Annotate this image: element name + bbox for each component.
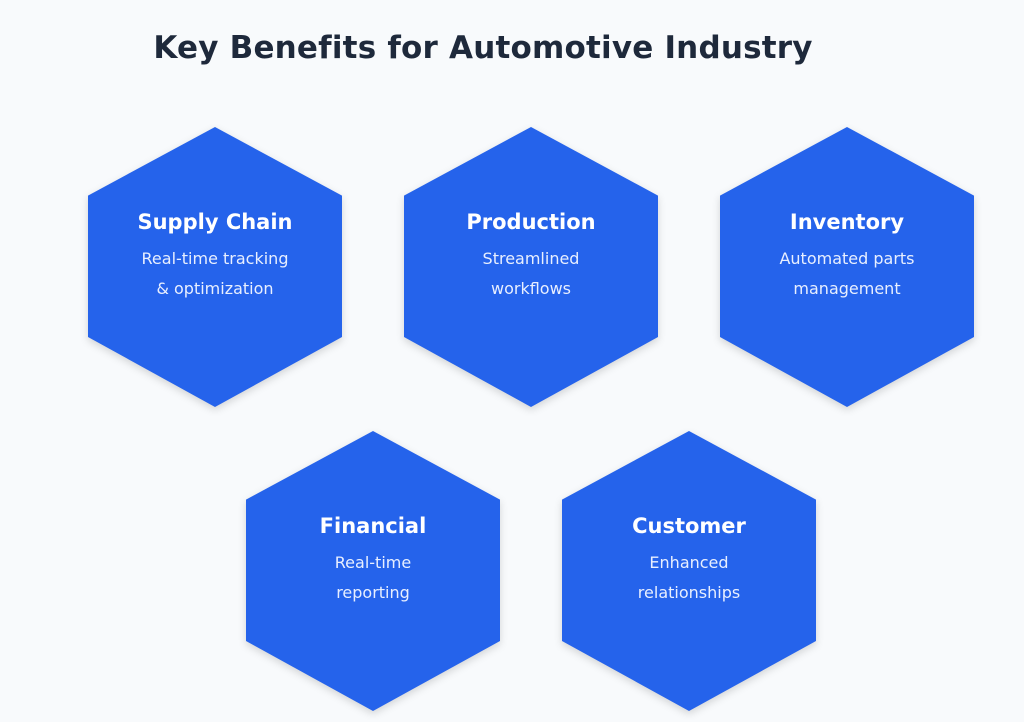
benefit-hexagon-inventory: Inventory Automated parts management xyxy=(720,127,974,407)
benefit-description-line: & optimization xyxy=(156,279,274,298)
benefit-hexagon-supply-chain: Supply Chain Real-time tracking & optimiz… xyxy=(88,127,342,407)
benefit-description-line: Automated parts xyxy=(779,249,915,268)
benefit-description-line: management xyxy=(793,279,901,298)
benefit-title: Supply Chain xyxy=(137,210,293,234)
benefit-description-line: workflows xyxy=(490,279,571,298)
benefit-hexagon-production: Production Streamlined workflows xyxy=(404,127,658,407)
benefit-hexagon-customer: Customer Enhanced relationships xyxy=(562,431,816,711)
benefit-description-line: Streamlined xyxy=(482,249,580,268)
page-title: Key Benefits for Automotive Industry xyxy=(153,30,813,66)
benefit-title: Financial xyxy=(319,514,427,538)
benefit-title: Inventory xyxy=(789,210,905,234)
benefit-title: Customer xyxy=(632,514,746,538)
benefit-title: Production xyxy=(466,210,596,234)
benefit-hexagon-financial: Financial Real-time reporting xyxy=(246,431,500,711)
benefit-description-line: Enhanced xyxy=(649,553,729,572)
benefit-description-line: Real-time xyxy=(334,553,412,572)
benefit-description-line: Real-time tracking xyxy=(141,249,289,268)
benefit-description-line: reporting xyxy=(336,583,410,602)
benefit-description-line: relationships xyxy=(637,583,741,602)
